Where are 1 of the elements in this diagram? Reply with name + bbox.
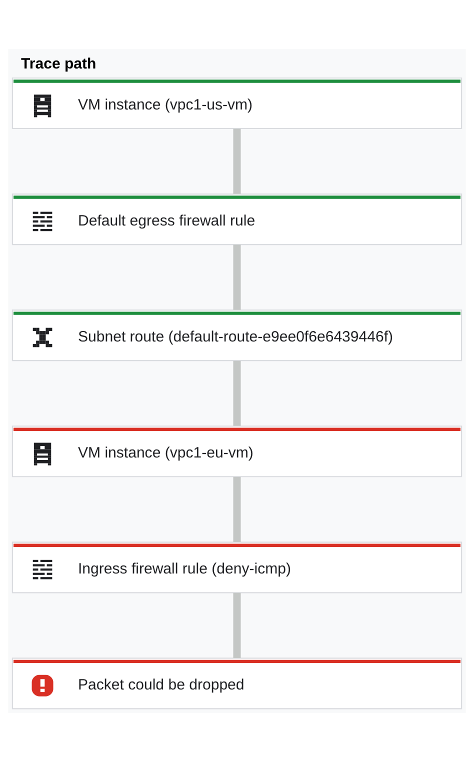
diagram-title: Trace path: [21, 56, 96, 73]
